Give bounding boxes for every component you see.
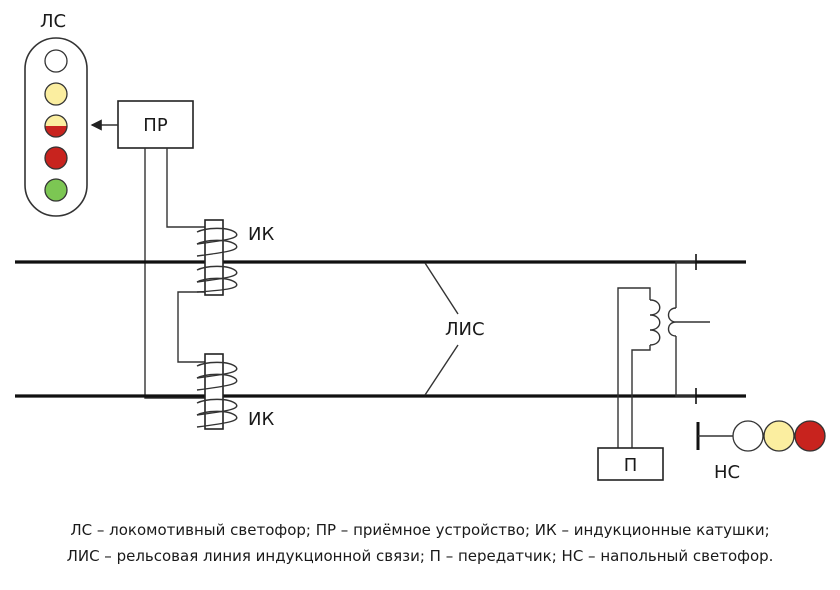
loco-lamp-yellow-red: [44, 114, 68, 138]
ground-lamp-white: [732, 420, 764, 452]
receiver-label: ПР: [143, 115, 168, 136]
receiver-box: [117, 100, 194, 149]
rail-feed-wire-top: [675, 261, 696, 308]
coil-top-label: ИК: [248, 224, 274, 245]
transformer-secondary-coil: [667, 307, 677, 337]
lis-leader-top: [424, 262, 459, 315]
induction-coil-bottom: [196, 353, 238, 430]
legend-line-2: ЛИС – рельсовая линия индукционной связи…: [66, 547, 774, 565]
induction-line-label: ЛИС: [445, 319, 485, 340]
legend-line-1: ЛС – локомотивный светофор; ПР – приёмно…: [70, 521, 770, 539]
ground-lamp-yellow: [763, 420, 795, 452]
transformer-primary-coil: [649, 299, 661, 346]
lis-leader-bottom: [424, 344, 459, 396]
loco-lamp-white: [44, 49, 68, 73]
transmitter-wire-inner: [631, 345, 651, 448]
receiver-wire-inner: [166, 148, 205, 228]
loco-signal-label: ЛС: [40, 11, 66, 32]
coil-link-wire: [177, 291, 205, 363]
transmitter-wire-outer: [617, 287, 651, 448]
transmitter-label: П: [624, 455, 638, 476]
ground-lamp-red: [794, 420, 826, 452]
induction-coil-top: [196, 219, 238, 296]
receiver-wire-outer: [144, 148, 205, 399]
coil-bottom-label: ИК: [248, 409, 274, 430]
ground-signal-label: НС: [714, 462, 740, 483]
rail-feed-wire-bottom: [675, 336, 696, 397]
loco-lamp-green: [44, 178, 68, 202]
loco-lamp-red: [44, 146, 68, 170]
loco-lamp-yellow: [44, 82, 68, 106]
transmitter-box: [597, 447, 664, 481]
